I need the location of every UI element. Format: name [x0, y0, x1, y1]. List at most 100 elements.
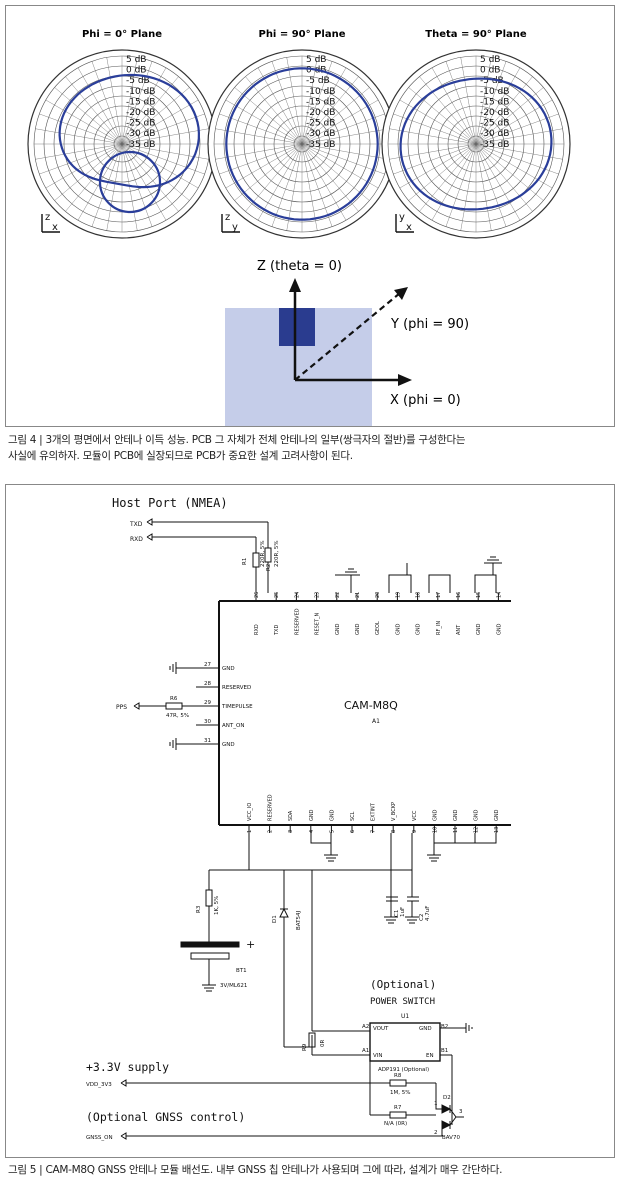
u1-ref: U1 — [401, 1013, 409, 1020]
u1-pin-gnd: GND — [419, 1026, 432, 1032]
ring-label: -10 dB — [480, 87, 509, 97]
antenna-module — [279, 308, 315, 346]
polar-plot-2: 5 dB0 dB-5 dB-10 dB-15 dB-20 dB-25 dB-30… — [207, 49, 397, 239]
left-pin-number: 27 — [204, 662, 211, 668]
bt1-ref: BT1 — [236, 968, 247, 974]
bottom-pin-name: V_BCKP — [391, 802, 397, 821]
r3-ref: R3 — [196, 905, 202, 913]
left-pin-name: GND — [222, 742, 235, 748]
bottom-pin-name: VCC — [412, 810, 418, 821]
bottom-pin-number: 13 — [494, 827, 500, 833]
ring-label: -15 dB — [126, 97, 155, 107]
bottom-pin-name: GND — [309, 809, 315, 821]
polar-plot-1: 5 dB0 dB-5 dB-10 dB-15 dB-20 dB-25 dB-30… — [27, 49, 217, 239]
top-pin-name: RESET_N — [315, 612, 321, 635]
top-pin-name: GEOL — [375, 621, 381, 635]
top-pin-number: 21 — [355, 592, 361, 598]
top-pin-name: GND — [335, 623, 341, 635]
top-pin-name: GND — [476, 623, 482, 635]
vdd-label: VDD_3V3 — [86, 1082, 112, 1088]
schematic-figure: Host Port (NMEA) TXD RXD R1 220R, 5% R2 … — [5, 484, 615, 1158]
ring-label: -5 dB — [126, 76, 150, 86]
left-pin-number: 30 — [204, 719, 211, 725]
bottom-pin-number: 8 — [391, 830, 397, 833]
schematic-svg: Host Port (NMEA) TXD RXD R1 220R, 5% R2 … — [86, 496, 511, 1141]
ring-label: -20 dB — [480, 108, 509, 118]
bottom-pin-number: 7 — [371, 830, 377, 833]
bottom-pin-name: GND — [432, 809, 438, 821]
antenna-gain-svg: Phi = 0° Plane Phi = 90° Plane Theta = 9… — [27, 29, 571, 426]
polar-plot-3: 5 dB0 dB-5 dB-10 dB-15 dB-20 dB-25 dB-30… — [381, 49, 571, 239]
gnss-on-label: GNSS_ON — [86, 1135, 113, 1141]
u1-pin-a2: A2 — [362, 1024, 369, 1030]
r2-value: 220R, 5% — [274, 540, 280, 567]
u1-pin-b1: B1 — [441, 1048, 448, 1054]
bottom-pin-number: 10 — [432, 827, 438, 833]
u1-value: ADP191 (Optional) — [378, 1067, 429, 1073]
r7-value: N/A (0R) — [384, 1121, 407, 1127]
r6-ref: R6 — [170, 696, 178, 702]
top-pin-number: 18 — [416, 592, 422, 598]
figure-4-caption: 그림 4 | 3개의 평면에서 안테나 이득 성능. PCB 그 자체가 전체 … — [8, 432, 466, 464]
bottom-pin-number: 1 — [247, 830, 253, 833]
caption-line-1: 그림 4 | 3개의 평면에서 안테나 이득 성능. PCB 그 자체가 전체 … — [8, 434, 466, 446]
top-pin-name: RESERVED — [294, 608, 300, 635]
top-pin-number: 16 — [456, 592, 462, 598]
z-axis-label: Z (theta = 0) — [257, 259, 342, 274]
top-pin-number: 25 — [274, 592, 280, 598]
r6-value: 47R, 5% — [166, 713, 189, 719]
top-pin-number: 26 — [254, 592, 260, 598]
plot-title-phi90: Phi = 90° Plane — [258, 29, 345, 40]
bottom-pin-name: RESERVED — [268, 794, 274, 821]
gnss-control-label: (Optional GNSS control) — [86, 1110, 245, 1124]
host-port-label: Host Port (NMEA) — [112, 496, 228, 510]
axis-glyph-horizontal: y — [232, 222, 238, 233]
chip-name: CAM-M8Q — [344, 699, 398, 712]
top-pin-name: RF_IN — [436, 621, 442, 635]
c2-value: 4.7uF — [425, 906, 431, 921]
ring-label: -35 dB — [126, 140, 155, 150]
top-pin-name: TXD — [274, 625, 280, 636]
top-pin-name: GND — [355, 623, 361, 635]
r1-ref: R1 — [242, 558, 248, 565]
c2-ref: C2 — [419, 914, 425, 921]
antenna-gain-figure: Phi = 0° Plane Phi = 90° Plane Theta = 9… — [5, 5, 615, 427]
top-pin-name: GND — [496, 623, 502, 635]
top-pin-number: 24 — [294, 592, 300, 598]
gain-pattern — [225, 67, 379, 221]
ring-label: 0 dB — [126, 66, 146, 76]
ring-label: -30 dB — [306, 129, 335, 139]
optional-label: (Optional) — [370, 978, 436, 991]
gain-pattern — [399, 77, 553, 211]
u1-pin-b2: B2 — [441, 1024, 448, 1030]
chip-ref: A1 — [372, 718, 380, 725]
top-pin-number: 22 — [335, 592, 341, 598]
bottom-pin-name: VCC_IO — [247, 803, 253, 821]
plot-title-theta90: Theta = 90° Plane — [425, 29, 527, 40]
u1-pin-a1: A1 — [362, 1048, 369, 1054]
ring-label: -35 dB — [306, 140, 335, 150]
ring-label: -30 dB — [480, 129, 509, 139]
axis-glyph-vertical: y — [399, 212, 405, 223]
r8-ref: R8 — [394, 1073, 402, 1079]
r2-ref: R2 — [266, 564, 272, 571]
c1-ref: C1 — [394, 910, 400, 917]
txd-label: TXD — [129, 521, 143, 528]
left-pin-name: GND — [222, 666, 235, 672]
top-pin-number: 17 — [436, 592, 442, 598]
ring-label: -30 dB — [126, 129, 155, 139]
r9-ref: R9 — [302, 1043, 308, 1051]
gain-pattern — [58, 73, 201, 189]
bottom-pin-number: 11 — [453, 827, 459, 833]
d2-value: BAV70 — [442, 1135, 460, 1141]
ring-label: 5 dB — [480, 55, 500, 65]
u1-pin-vout: VOUT — [373, 1026, 389, 1032]
bottom-pin-name: GND — [494, 809, 500, 821]
r3-value: 1K, 5% — [214, 896, 220, 915]
ring-label: -25 dB — [126, 119, 155, 129]
u1-pin-en: EN — [426, 1053, 434, 1059]
top-pin-number: 20 — [375, 592, 381, 598]
bottom-pin-name: EXTINT — [371, 802, 377, 821]
ring-label: -5 dB — [306, 76, 330, 86]
bottom-pin-name: SCL — [350, 811, 356, 821]
